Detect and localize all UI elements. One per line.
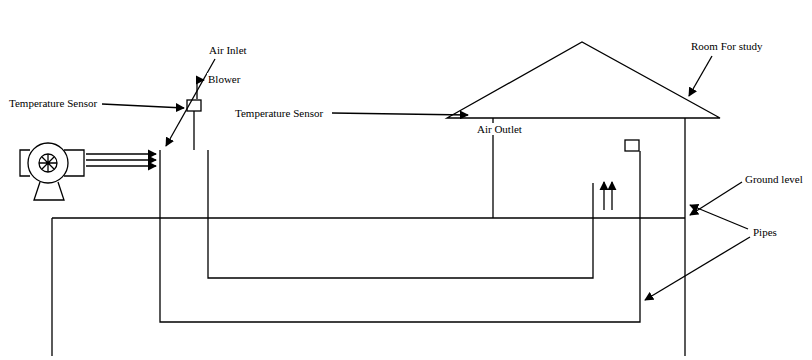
outer-pipe [160, 150, 640, 322]
callout-label: Temperature Sensor [234, 107, 324, 120]
callout-label: Pipes [752, 226, 778, 239]
air-flow-arrow [611, 182, 612, 210]
leader-line [197, 80, 204, 99]
ground-line [52, 217, 685, 218]
blower-stand [34, 182, 64, 200]
label-text: Pipes [752, 226, 778, 238]
sensor-probe [193, 111, 194, 150]
temperature-sensor [625, 140, 639, 151]
air-flow-arrow [603, 182, 604, 210]
air-flow-arrow [86, 159, 156, 160]
callout-label: Air Inlet [208, 44, 248, 57]
leader-line [102, 104, 184, 108]
leader-line [332, 113, 468, 115]
label-text: Air Outlet [476, 123, 523, 135]
label-text: Ground level [744, 173, 804, 185]
leader-line [690, 205, 748, 229]
blower-blades [39, 154, 57, 172]
callout-label: Blower [207, 73, 241, 86]
callout-label: Temperature Sensor [8, 97, 98, 110]
callout-label: Air Outlet [476, 123, 523, 136]
leader-line [645, 237, 750, 300]
callout-label: Ground level [744, 173, 804, 186]
blower-outlet [64, 150, 84, 176]
blower-housing [28, 143, 68, 183]
air-flow-arrow [86, 165, 156, 166]
leader-line [690, 182, 742, 215]
air-flow-arrow [86, 153, 156, 154]
label-text: Air Inlet [208, 44, 248, 56]
roof [447, 42, 720, 118]
blower-fan [39, 154, 57, 172]
leader-line [689, 56, 712, 96]
label-text: Temperature Sensor [234, 107, 324, 119]
inner-pipe [208, 150, 593, 278]
label-text: Room For study [690, 40, 764, 52]
label-text: Temperature Sensor [8, 97, 98, 109]
room-wall [684, 118, 685, 356]
ground-edge [51, 218, 52, 356]
callout-label: Room For study [690, 40, 764, 53]
label-text: Blower [207, 73, 241, 85]
